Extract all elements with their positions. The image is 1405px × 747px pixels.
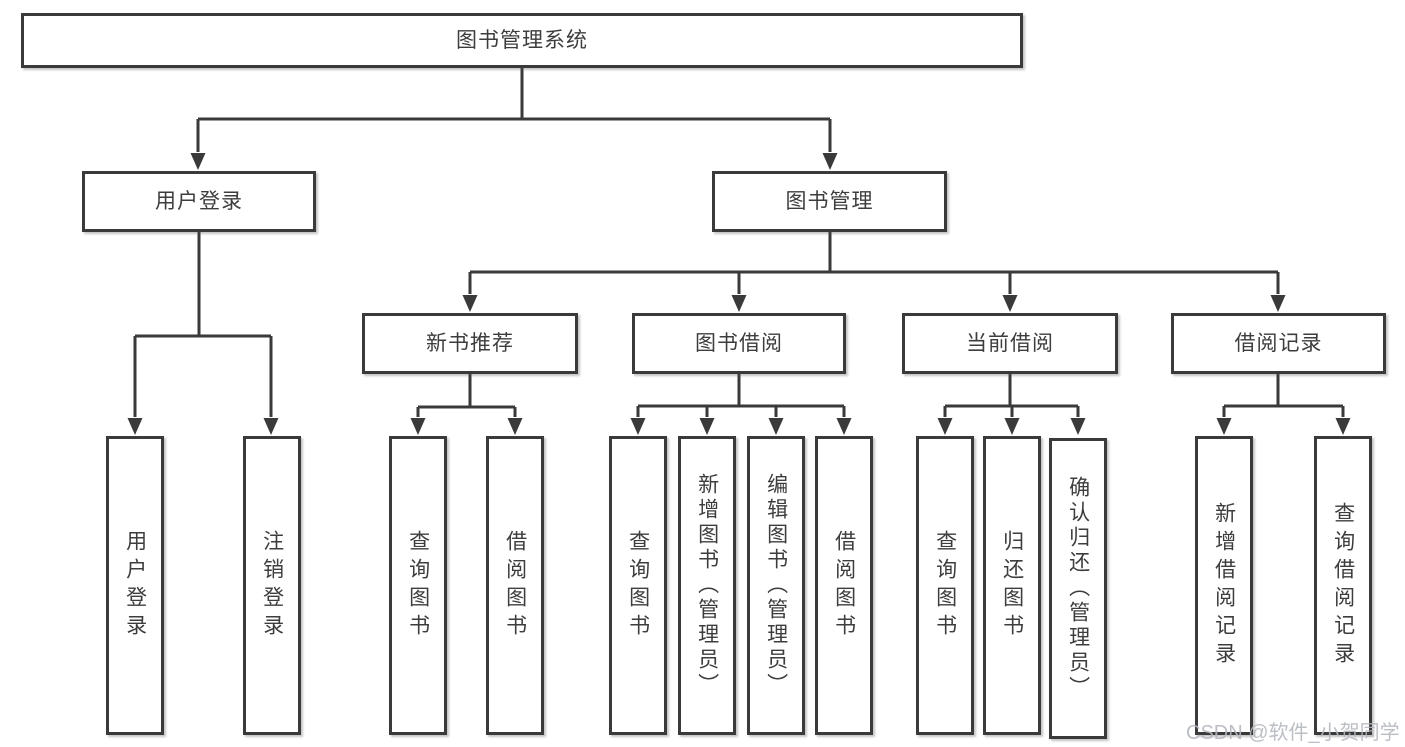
node-leaf-query-book-3: 查询图书 — [916, 436, 974, 735]
node-leaf-query-book-2: 查询图书 — [609, 436, 667, 735]
node-leaf-query-record: 查询借阅记录 — [1314, 436, 1372, 735]
node-book-mgmt: 图书管理 — [712, 171, 947, 232]
node-leaf-user-login: 用户登录 — [106, 436, 164, 735]
node-leaf-edit-book: 编辑图书（管理员） — [747, 436, 805, 735]
node-borrow-records: 借阅记录 — [1171, 313, 1386, 374]
node-leaf-query-book-1: 查询图书 — [389, 436, 447, 735]
node-leaf-add-record: 新增借阅记录 — [1195, 436, 1253, 735]
node-leaf-return-book: 归还图书 — [983, 436, 1041, 735]
node-leaf-add-book: 新增图书（管理员） — [678, 436, 736, 735]
node-leaf-borrow-book-1: 借阅图书 — [486, 436, 544, 735]
node-user-login: 用户登录 — [82, 171, 316, 232]
node-root: 图书管理系统 — [21, 13, 1023, 68]
node-leaf-confirm-return: 确认归还（管理员） — [1049, 438, 1107, 739]
connector-lines — [133, 68, 1345, 417]
watermark: CSDN @软件_小贺同学 — [1186, 722, 1400, 744]
node-leaf-logout: 注销登录 — [243, 436, 301, 735]
node-current-borrow: 当前借阅 — [902, 313, 1118, 374]
node-book-borrow: 图书借阅 — [632, 313, 846, 374]
node-new-book-rec: 新书推荐 — [362, 313, 578, 374]
node-leaf-borrow-book-2: 借阅图书 — [815, 436, 873, 735]
